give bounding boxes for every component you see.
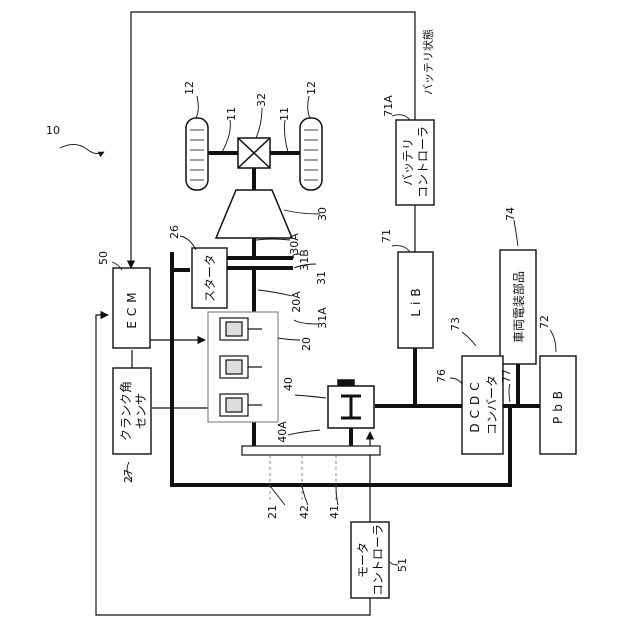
ref-51: 51 [396,558,409,572]
ref-50: 50 [97,251,110,265]
starter-label: スタータ [203,254,217,302]
motor-generator [328,380,374,446]
ref-12-right: 12 [305,81,318,95]
ref-32: 32 [255,93,268,107]
dcdc-label-2: コンバータ [485,375,499,435]
ref-40: 40 [282,377,295,391]
block-pbb: PbB [540,356,576,454]
block-accessory: 車両電装部品 [500,250,536,364]
belt-drive [242,446,380,500]
block-ecm: ECM [113,268,150,348]
ref-72: 72 [538,315,551,329]
crank-sensor-label-2: センサ [134,393,148,429]
ref-42: 42 [298,505,311,519]
ref-31b: 31B [298,249,311,271]
block-lib: LiB [398,252,433,348]
ref-10: 10 [46,124,60,137]
battery-state-label: バッテリ状態 [421,29,435,95]
ref-41: 41 [328,505,341,519]
block-battery-controller: バッテリ コントローラ [396,120,434,205]
ref-21: 21 [266,505,279,519]
ref-26: 26 [168,225,181,239]
ecm-label: ECM [125,287,139,328]
ref-77: 77 [500,369,513,383]
ref-20: 20 [300,337,313,351]
ref-11-right: 11 [278,107,291,121]
ref-12-left: 12 [183,81,196,95]
crank-sensor-label-1: クランク角 [119,381,133,441]
block-starter: スタータ [192,248,227,308]
ref-74: 74 [504,207,517,221]
ref-71: 71 [380,229,393,243]
transmission-body [216,190,292,238]
ref-71a: 71A [382,95,395,117]
ref-31: 31 [315,271,328,285]
lib-label: LiB [409,283,423,316]
drive-axle [186,118,322,190]
ref-31a: 31A [316,307,329,329]
dcdc-label-1: DCDC [468,377,482,432]
engine [208,312,278,422]
pbb-label: PbB [551,386,565,424]
ref-20a: 20A [290,291,303,313]
accessory-label: 車両電装部品 [511,271,526,343]
block-dcdc: DCDC コンバータ [462,356,503,454]
battery-ctrl-label-2: コントローラ [416,126,430,198]
block-motor-controller: モータ コントローラ [351,522,389,598]
battery-ctrl-label-1: バッテリ [401,138,415,186]
wheel-right [300,118,322,190]
motor-ctrl-label-2: コントローラ [371,524,385,596]
ref-30: 30 [316,207,329,221]
ref-40a: 40A [276,421,289,443]
ref-27: 27 [122,469,135,483]
ref-11-left: 11 [225,107,238,121]
motor-ctrl-label-1: モータ [356,542,370,578]
ref-73: 73 [449,317,462,331]
block-crank-sensor: クランク角 センサ [113,368,151,454]
ref-76: 76 [435,369,448,383]
wheel-left [186,118,208,190]
